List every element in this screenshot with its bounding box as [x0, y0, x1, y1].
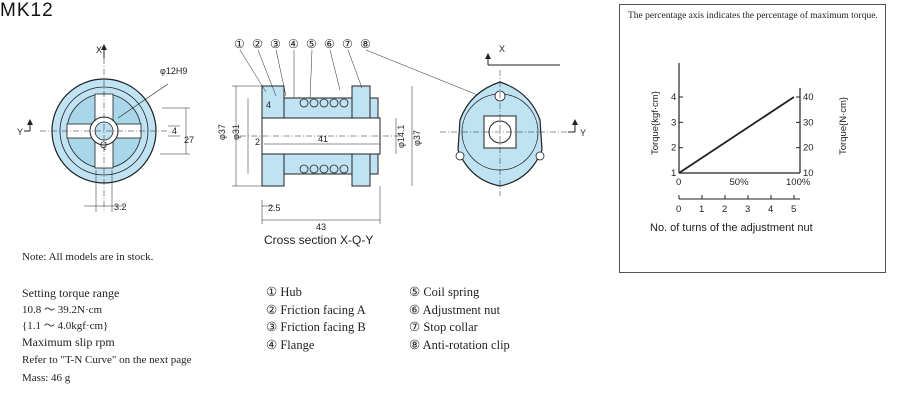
part-item: ② Friction facing A [266, 302, 366, 317]
part-item: ⑦ Stop collar [409, 320, 478, 334]
balloon-1: ① [234, 37, 245, 51]
right-tick-label: 30 [803, 117, 814, 128]
parts-list-right: ⑤ Coil spring ⑥ Adjustment nut ⑦ Stop co… [409, 284, 510, 354]
left-tick-label: 4 [671, 92, 676, 103]
torque-kgf: {1.1 ～ 4.0kgf·cm} [22, 320, 109, 332]
right-ticks: 10 20 30 40 [796, 92, 814, 179]
left-tick-label: 1 [671, 168, 676, 179]
turns-tick-label: 3 [745, 204, 750, 215]
part-item: ③ Friction facing B [266, 320, 366, 334]
front-bore-dim: φ12H9 [160, 66, 187, 76]
percent-ticks: 0 50% 100% [676, 177, 811, 188]
front-x-label: X [96, 45, 102, 55]
balloon-7: ⑦ [342, 37, 353, 51]
left-ticks: 1 2 3 4 [671, 92, 683, 179]
part-item: ⑤ Coil spring [409, 285, 480, 299]
cs-dim-41: 41 [318, 134, 328, 144]
cs-dim-2: 2 [255, 137, 260, 147]
front-width-dim: 3.2 [114, 202, 127, 212]
torque-line [678, 96, 795, 174]
torque-nm: 10.8 ～ 39.2N·cm [22, 304, 103, 316]
coil-spring-top [299, 98, 349, 108]
torque-range-label: Setting torque range [22, 286, 120, 300]
refer-note: Refer to "T-N Curve" on the next page [22, 354, 192, 366]
max-slip-label: Maximum slip rpm [22, 335, 115, 349]
cs-dia-hub: φ14.1 [396, 125, 406, 148]
turns-tick-label: 0 [676, 204, 681, 215]
right-tick-label: 40 [803, 92, 814, 103]
cross-section-caption: Cross section X-Q-Y [264, 233, 373, 247]
right-tick-label: 20 [803, 143, 814, 154]
parts-list-left: ① Hub ② Friction facing A ③ Friction fac… [266, 284, 366, 354]
part-balloons: ① ② ③ ④ ⑤ ⑥ ⑦ ⑧ [234, 37, 371, 51]
front-q-label: Q [100, 140, 107, 150]
cs-dia-right: φ37 [412, 130, 422, 146]
front-height-dim: 27 [184, 135, 194, 145]
balloon-5: ⑤ [306, 37, 317, 51]
balloon-3: ③ [270, 37, 281, 51]
turns-tick-label: 5 [791, 204, 796, 215]
ylabel-left: Torque{kgf·cm} [650, 91, 661, 155]
percent-tick-label: 0 [676, 177, 681, 188]
ylabel-right: Torque{N·cm} [838, 97, 849, 155]
balloon-8: ⑧ [360, 37, 371, 51]
side-view: X Y [440, 44, 586, 196]
turns-tick-label: 4 [768, 204, 773, 215]
side-x-label: X [499, 44, 505, 54]
balloon-6: ⑥ [324, 37, 335, 51]
cs-dia-outer: φ37 [217, 124, 227, 140]
cs-dim-25: 2.5 [268, 203, 281, 213]
torque-chart-panel: The percentage axis indicates the percen… [619, 4, 886, 273]
cs-dia-inner: φ31 [231, 124, 241, 140]
left-tick-label: 3 [671, 117, 676, 128]
technical-drawing: X Y Q φ12H9 4 27 3.2 [17, 37, 586, 247]
cs-dim-43: 43 [316, 222, 326, 232]
model-title: MK12 [0, 0, 54, 21]
part-item: ① Hub [266, 285, 302, 299]
percent-tick-label: 50% [730, 177, 750, 188]
torque-chart-note: The percentage axis indicates the percen… [628, 11, 878, 21]
xlabel: No. of turns of the adjustment nut [650, 222, 813, 234]
turns-ticks: 0 1 2 3 4 5 [676, 195, 796, 215]
cross-section-view: ① ② ③ ④ ⑤ ⑥ ⑦ ⑧ [217, 37, 560, 247]
right-tick-label: 10 [803, 168, 814, 179]
part-item: ⑥ Adjustment nut [409, 302, 501, 317]
percent-tick-label: 100% [786, 177, 811, 188]
balloon-4: ④ [288, 37, 299, 51]
turns-tick-label: 2 [722, 204, 727, 215]
part-item: ④ Flange [266, 337, 315, 352]
part-item: ⑧ Anti-rotation clip [409, 337, 510, 352]
front-view: X Y Q φ12H9 4 27 3.2 [17, 44, 194, 212]
cs-dim-4: 4 [266, 100, 271, 110]
balloon-2: ② [252, 37, 263, 51]
left-tick-label: 2 [671, 143, 676, 154]
front-y-label: Y [17, 127, 23, 137]
front-key-dim: 4 [172, 126, 177, 136]
turns-tick-label: 1 [699, 204, 704, 215]
stock-note: Note: All models are in stock. [22, 251, 154, 263]
mass: Mass: 46 g [22, 372, 71, 384]
coil-spring-bottom [299, 164, 349, 174]
side-y-label: Y [580, 128, 586, 138]
